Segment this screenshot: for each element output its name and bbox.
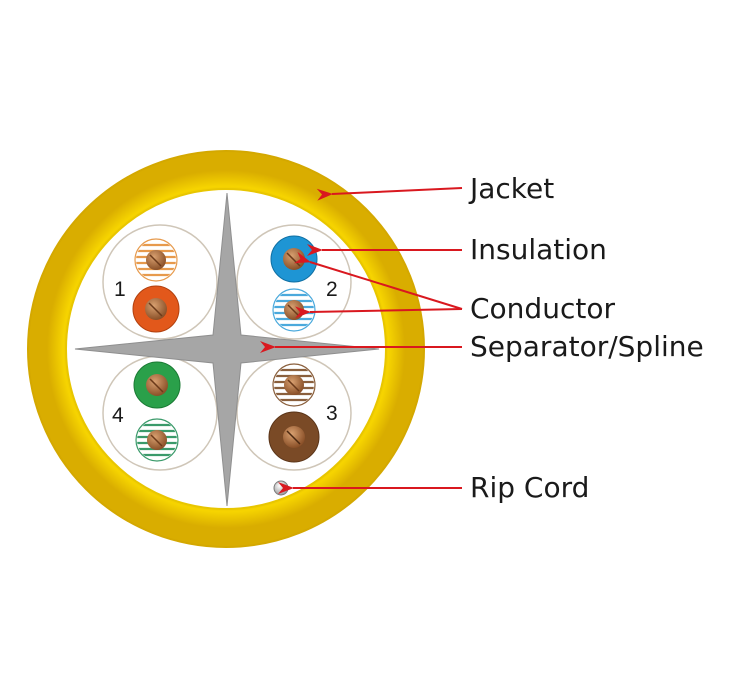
conductor-label: Conductor	[470, 292, 615, 325]
pair-3: 3	[268, 363, 338, 463]
jacket-arrow	[316, 187, 463, 201]
pair-4: 4	[112, 361, 181, 462]
jacket-ring	[28, 151, 424, 547]
jacket-outer-edge	[27, 150, 425, 548]
rip-cord-label: Rip Cord	[470, 471, 589, 504]
pair-2-solid-wire	[270, 235, 318, 283]
pair-1-outline	[102, 224, 218, 340]
pair-4-number: 4	[112, 404, 124, 427]
separator-label: Separator/Spline	[470, 330, 704, 363]
pair-2-number: 2	[326, 278, 338, 301]
conductor-arrow-1	[293, 251, 463, 310]
pair-1-solid-wire	[132, 285, 180, 333]
pair-3-solid-wire	[268, 411, 320, 463]
rip-cord	[273, 480, 289, 496]
pair-3-number: 3	[326, 402, 338, 425]
insulation-label: Insulation	[470, 233, 607, 266]
pair-3-striped-wire	[272, 363, 316, 407]
separator-spline	[74, 192, 380, 507]
pair-4-striped-wire	[135, 418, 179, 462]
pair-4-solid-wire	[133, 361, 181, 409]
conductor-arrow-2	[294, 306, 463, 319]
pair-1-number: 1	[114, 278, 126, 301]
jacket-label: Jacket	[468, 172, 554, 205]
